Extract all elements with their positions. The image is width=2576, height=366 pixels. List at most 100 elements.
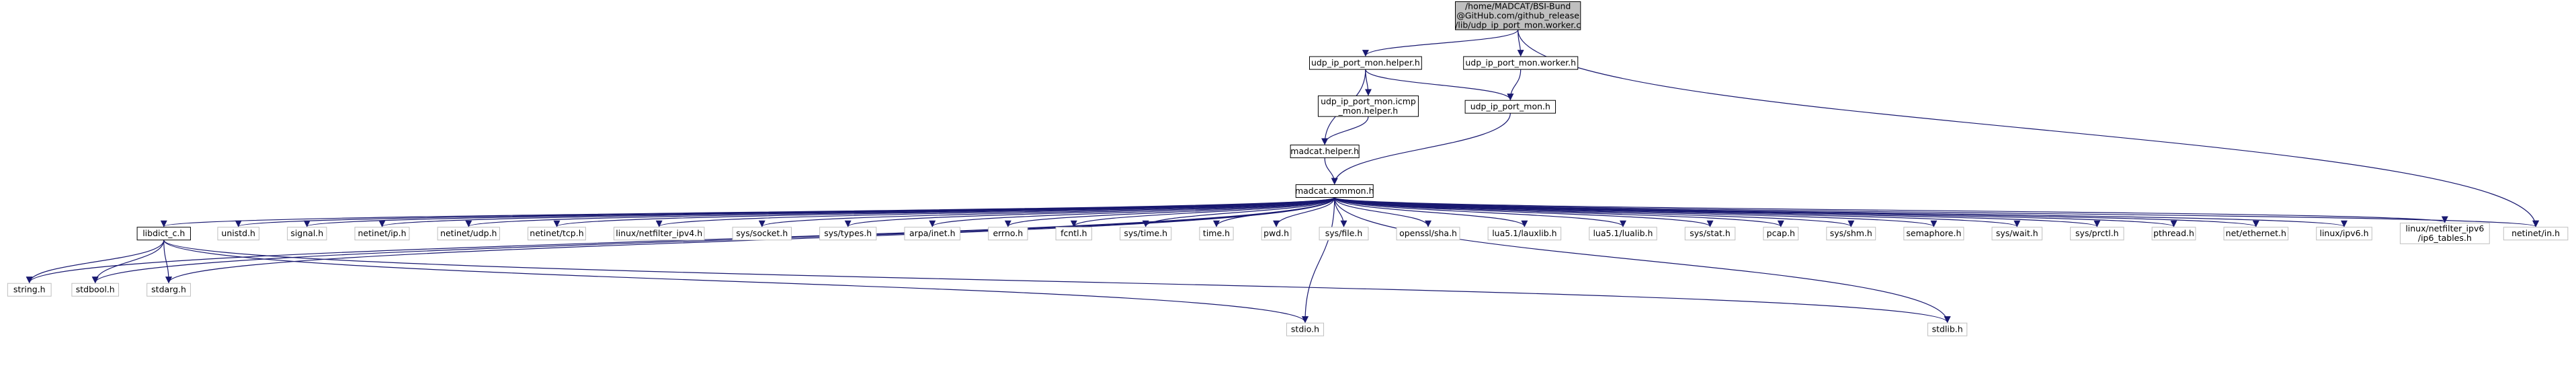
node-stdio_h[interactable]: stdio.h (1286, 322, 1325, 336)
node-label-line: arpa/inet.h (909, 228, 956, 238)
node-label-line: net/ethernet.h (2226, 228, 2286, 238)
node-box (528, 227, 586, 241)
edge-libdict_c_h-to-string_h (26, 240, 165, 284)
node-icmp_helper_h[interactable]: udp_ip_port_mon.icmp_mon.helper.h (1317, 95, 1419, 117)
node-ip6_tables_h[interactable]: linux/netfilter_ipv6/ip6_tables.h (2399, 223, 2490, 244)
node-openssl_sha_h[interactable]: openssl/sha.h (1396, 227, 1460, 241)
node-label-line: sys/time.h (1124, 228, 1167, 238)
node-label-line: udp_ip_port_mon.helper.h (1311, 58, 1420, 68)
node-netinet_tcp_h[interactable]: netinet/tcp.h (528, 227, 586, 241)
node-box (2316, 227, 2372, 241)
node-box (1991, 227, 2043, 241)
node-box (904, 227, 961, 241)
node-madcat_helper_h[interactable]: madcat.helper.h (1290, 145, 1360, 159)
edge-madcat_helper_h-to-madcat_common_h (1324, 157, 1338, 185)
node-linux_netfilter_ipv4_h[interactable]: linux/netfilter_ipv4.h (614, 227, 705, 241)
edge-madcat_common_h-to-linux_netfilter_ipv4_h (656, 196, 1335, 227)
node-netinet_udp_h[interactable]: netinet/udp.h (437, 227, 500, 241)
node-box (2399, 223, 2490, 244)
node-box (1317, 95, 1419, 117)
edge-madcat_common_h-to-errno_h (1005, 196, 1335, 227)
node-net_ethernet_h[interactable]: net/ethernet.h (2223, 227, 2289, 241)
node-string_h[interactable]: string.h (7, 283, 52, 297)
edge-madcat_common_h-to-sys_types_h (845, 196, 1335, 227)
node-label-line: semaphore.h (1906, 228, 1961, 238)
node-label-line: pcap.h (1767, 228, 1795, 238)
node-label-line: pwd.h (1263, 228, 1289, 238)
node-box (354, 227, 410, 241)
node-semaphore_h[interactable]: semaphore.h (1903, 227, 1964, 241)
node-label-line: fcntl.h (1061, 228, 1087, 238)
node-box (1927, 322, 1968, 336)
edge-madcat_common_h-to-netinet_tcp_h (553, 196, 1335, 227)
node-pcap_h[interactable]: pcap.h (1763, 227, 1799, 241)
edge-root-to-netinet_in_h (1518, 30, 2539, 227)
node-label-line: openssl/sha.h (1399, 228, 1457, 238)
edge-madcat_common_h-to-sys_socket_h (759, 196, 1335, 227)
node-lua_lauxlib_h[interactable]: lua5.1/lauxlib.h (1487, 227, 1562, 241)
node-time_h[interactable]: time.h (1199, 227, 1234, 241)
node-netinet_in_h[interactable]: netinet/in.h (2503, 227, 2569, 241)
node-arpa_inet_h[interactable]: arpa/inet.h (904, 227, 961, 241)
node-box (1684, 227, 1736, 241)
node-box (819, 227, 877, 241)
edge-madcat_common_h-to-arpa_inet_h (929, 196, 1335, 227)
edge-icmp_helper_h-to-madcat_helper_h (1321, 116, 1369, 145)
node-box (1295, 184, 1374, 198)
node-signal_h[interactable]: signal.h (287, 227, 327, 241)
node-libdict_c_h[interactable]: libdict_c.h (136, 227, 191, 241)
node-label-line: sys/prctl.h (2075, 228, 2119, 238)
edge-libdict_c_h-to-stdbool_h (91, 240, 165, 284)
node-box (1589, 227, 1657, 241)
node-label-line: netinet/udp.h (440, 228, 497, 238)
node-netinet_ip_h[interactable]: netinet/ip.h (354, 227, 410, 241)
node-box (71, 283, 120, 297)
node-box (1826, 227, 1876, 241)
node-label-line: libdict_c.h (142, 228, 185, 238)
node-label-line: netinet/ip.h (358, 228, 407, 238)
node-pthread_h[interactable]: pthread.h (2151, 227, 2196, 241)
edge-madcat_common_h-to-pcap_h (1334, 196, 1784, 227)
node-label-line: /ip6_tables.h (2418, 233, 2472, 243)
node-box (217, 227, 259, 241)
node-sys_time_h[interactable]: sys/time.h (1120, 227, 1172, 241)
edge-libdict_c_h-to-stdarg_h (163, 240, 173, 284)
edge-madcat_common_h-to-linux_ipv6_h (1334, 196, 2348, 227)
node-label-line: stdarg.h (151, 285, 186, 295)
node-stdarg_h[interactable]: stdarg.h (147, 283, 191, 297)
edge-helper_h-to-icmp_helper_h (1364, 69, 1372, 96)
node-errno_h[interactable]: errno.h (988, 227, 1028, 241)
node-box (287, 227, 327, 241)
node-fcntl_h[interactable]: fcntl.h (1055, 227, 1093, 241)
node-box (2223, 227, 2289, 241)
node-box (1199, 227, 1234, 241)
node-unistd_h[interactable]: unistd.h (217, 227, 259, 241)
node-label-line: linux/netfilter_ipv4.h (616, 228, 702, 238)
root-node[interactable]: /home/MADCAT/BSI-Bund@GitHub.com/github_… (1455, 1, 1581, 30)
node-sys_shm_h[interactable]: sys/shm.h (1826, 227, 1876, 241)
edge-madcat_common_h-to-netinet_ip_h (379, 196, 1335, 227)
node-sys_stat_h[interactable]: sys/stat.h (1684, 227, 1736, 241)
node-box (2503, 227, 2569, 241)
node-label-line: linux/netfilter_ipv6 (2405, 223, 2484, 233)
node-sys_prctl_h[interactable]: sys/prctl.h (2070, 227, 2124, 241)
edge-madcat_common_h-to-lua_lualib_h (1334, 196, 1626, 227)
node-stdbool_h[interactable]: stdbool.h (71, 283, 120, 297)
node-label-line: lua5.1/lauxlib.h (1492, 228, 1556, 238)
node-sys_socket_h[interactable]: sys/socket.h (732, 227, 792, 241)
node-port_mon_h[interactable]: udp_ip_port_mon.h (1464, 100, 1556, 114)
node-linux_ipv6_h[interactable]: linux/ipv6.h (2316, 227, 2372, 241)
node-sys_file_h[interactable]: sys/file.h (1319, 227, 1369, 241)
node-worker_h[interactable]: udp_ip_port_mon.worker.h (1463, 56, 1579, 70)
node-label-line: stdlib.h (1932, 324, 1963, 334)
node-sys_types_h[interactable]: sys/types.h (819, 227, 877, 241)
node-label-line: sys/socket.h (736, 228, 788, 238)
node-lua_lualib_h[interactable]: lua5.1/lualib.h (1589, 227, 1657, 241)
node-sys_wait_h[interactable]: sys/wait.h (1991, 227, 2043, 241)
node-helper_h[interactable]: udp_ip_port_mon.helper.h (1308, 56, 1422, 70)
node-stdlib_h[interactable]: stdlib.h (1927, 322, 1968, 336)
node-pwd_h[interactable]: pwd.h (1261, 227, 1292, 241)
edge-madcat_common_h-to-netinet_in_h (1334, 196, 2539, 227)
node-madcat_common_h[interactable]: madcat.common.h (1295, 184, 1374, 198)
node-label-line: _mon.helper.h (1338, 106, 1399, 116)
